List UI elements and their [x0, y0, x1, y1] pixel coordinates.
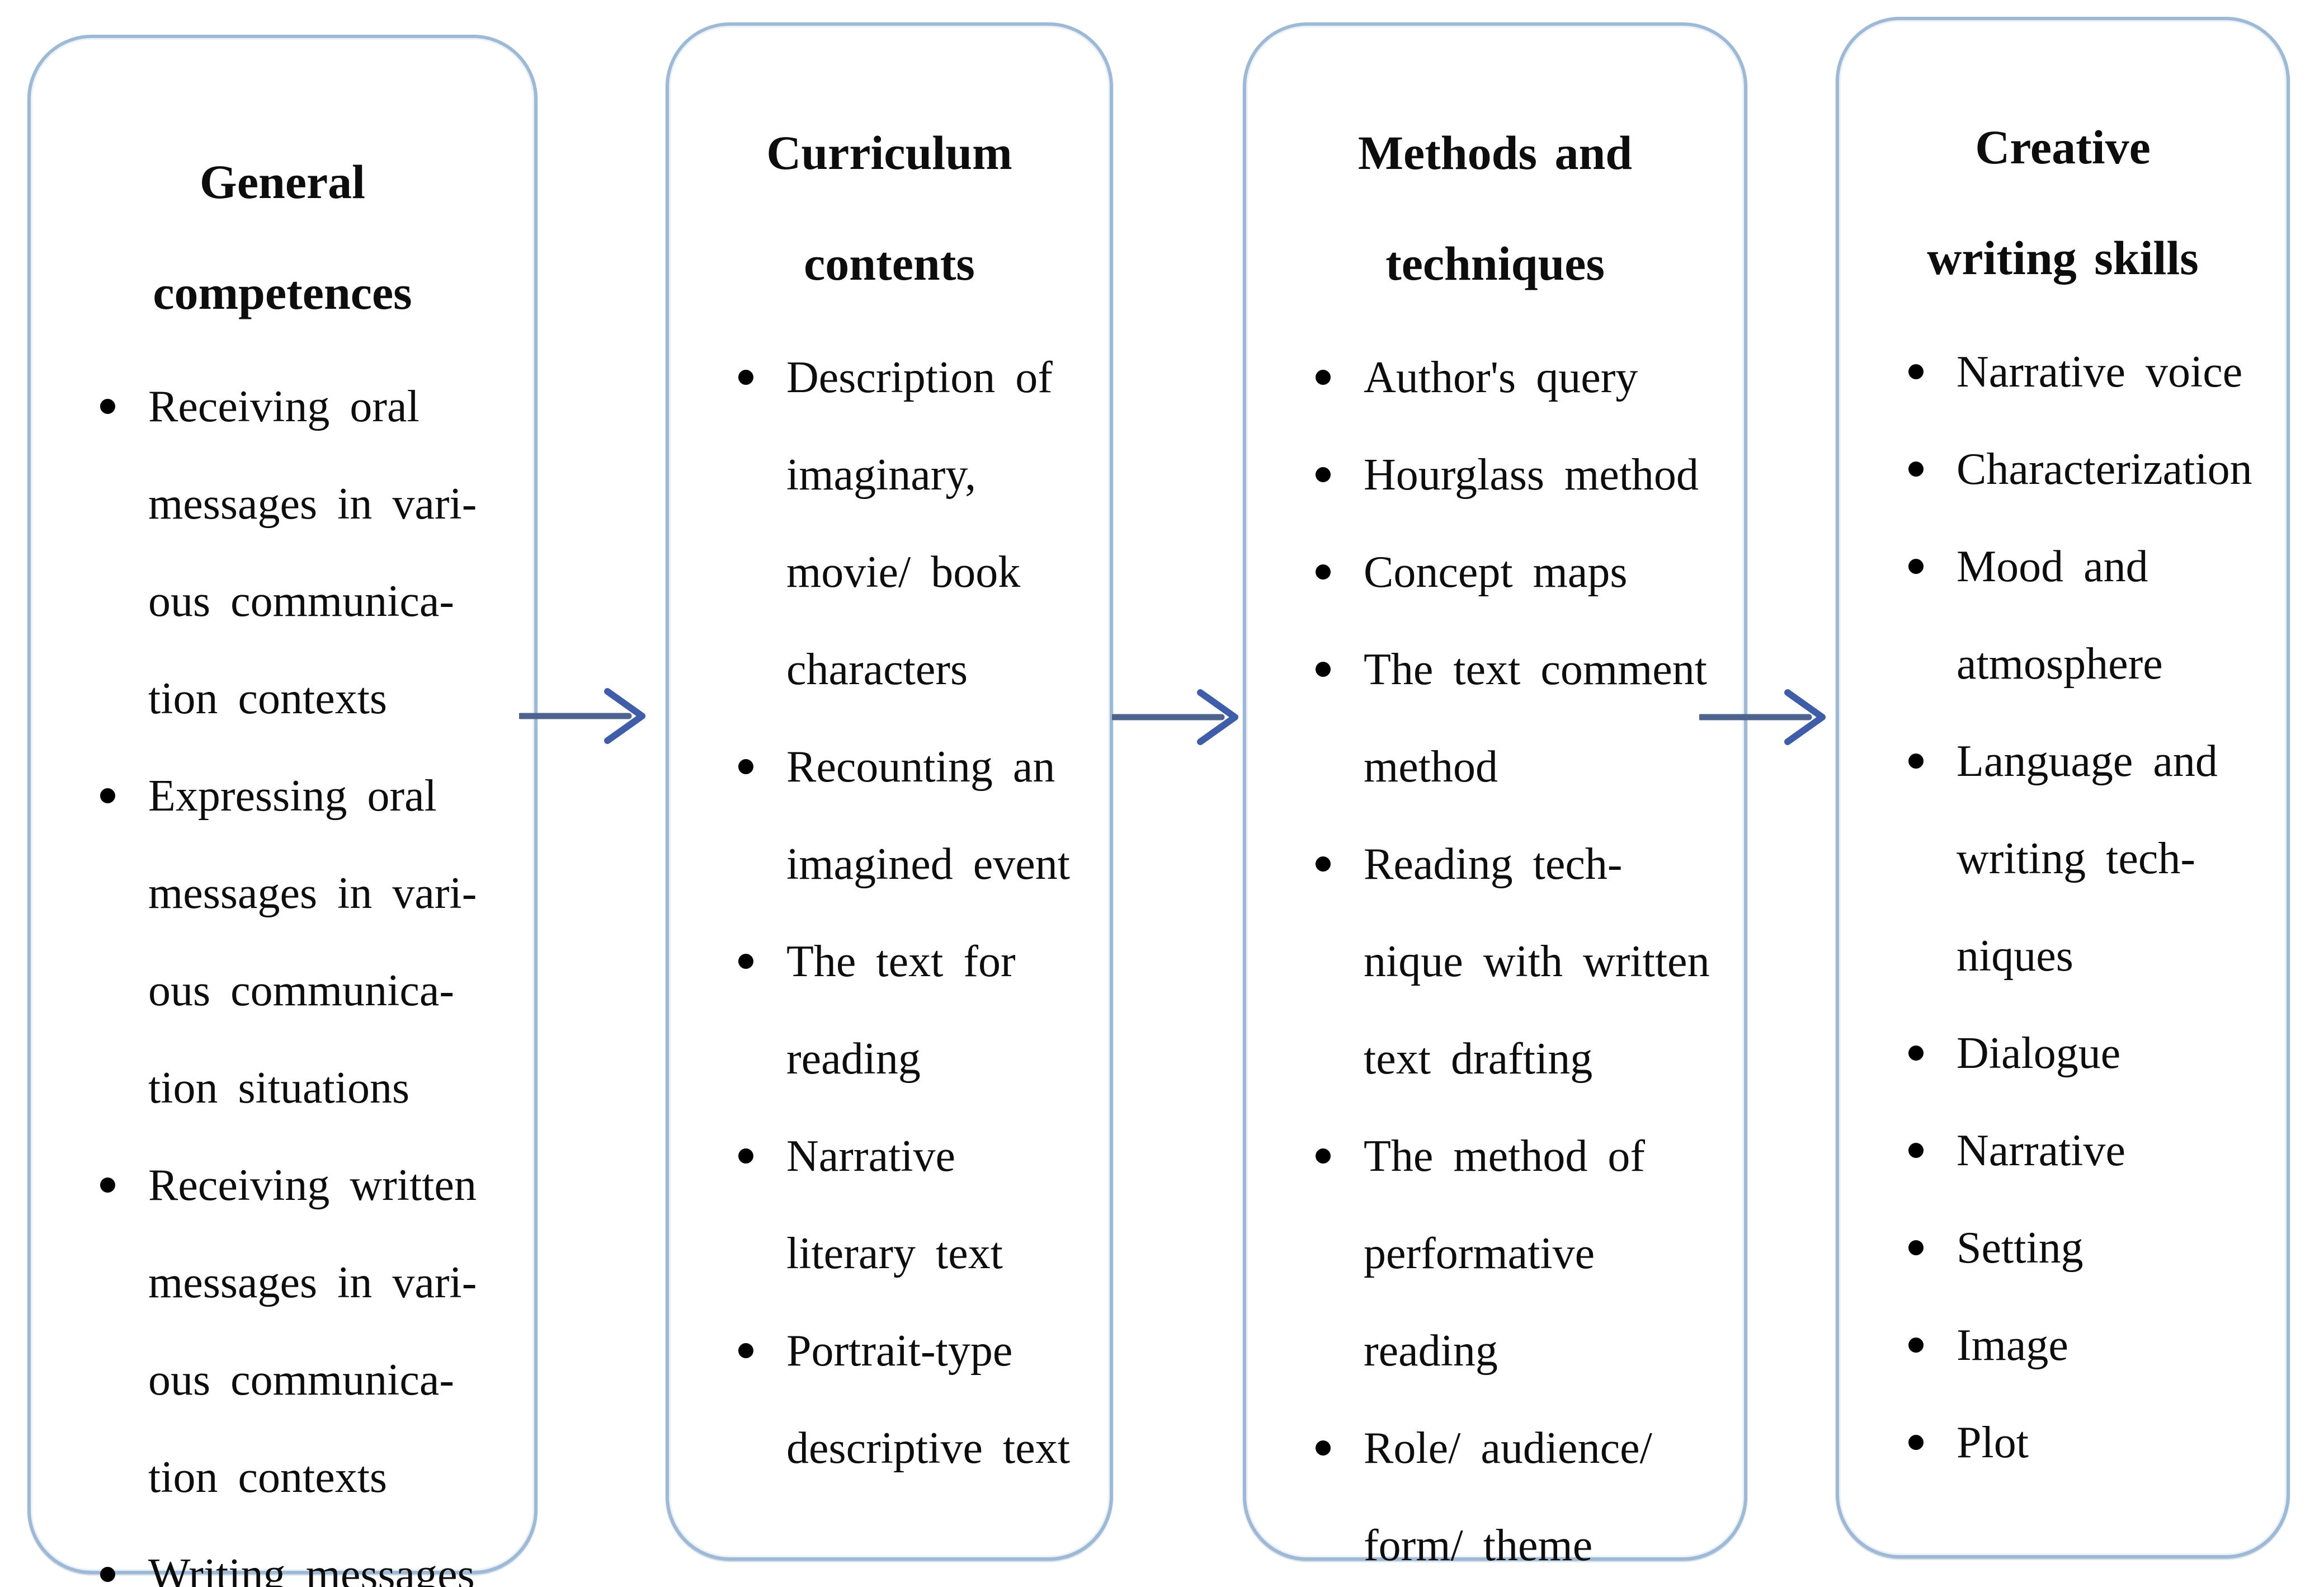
bullet-item: Image — [1905, 1297, 2256, 1394]
bullet-item: Portrait-type descriptive text — [735, 1302, 1079, 1497]
arrow-right-icon — [519, 688, 645, 744]
bullet-item: Narrative voice — [1905, 323, 2256, 421]
bullet-item: Mood and atmosphere — [1905, 518, 2256, 713]
bullet-item: Author's query — [1312, 329, 1713, 426]
bullet-item: Dialogue — [1905, 1005, 2256, 1102]
column-title: Methods and techniques — [1357, 126, 1633, 290]
bullet-item: Setting — [1905, 1199, 2256, 1297]
bullet-list: Description of imaginary, movie/ book ch… — [669, 329, 1110, 1497]
bullet-item: Narrative literary text — [735, 1108, 1079, 1302]
bullet-item: Role/ audience/ form/ theme — [1312, 1400, 1713, 1587]
column-title: General competences — [153, 155, 412, 319]
bullet-item: The method of performative reading — [1312, 1108, 1713, 1400]
bullet-item: Recounting an imagined event — [735, 718, 1079, 913]
arrow-right-icon — [1112, 689, 1238, 745]
bullet-item: The text for reading — [735, 913, 1079, 1108]
bullet-item: Expressing oral messages in vari- ous co… — [97, 747, 503, 1137]
bullet-item: Receiving written messages in vari- ous … — [97, 1137, 503, 1526]
bullet-item: Characterization — [1905, 421, 2256, 518]
bullet-item: Receiving oral messages in vari- ous com… — [97, 358, 503, 747]
arrow-right-icon — [1699, 689, 1826, 745]
bullet-item: Plot — [1905, 1394, 2256, 1491]
bullet-item: The text comment method — [1312, 621, 1713, 816]
bullet-item: Reading tech- nique with written text dr… — [1312, 816, 1713, 1108]
bullet-item: Narrative — [1905, 1102, 2256, 1199]
bullet-item: Writing messages in various com- municat… — [97, 1526, 503, 1587]
column-title: Curriculum contents — [766, 126, 1012, 290]
bullet-list: Receiving oral messages in vari- ous com… — [31, 358, 534, 1587]
bullet-item: Description of imaginary, movie/ book ch… — [735, 329, 1079, 718]
bullet-item: Concept maps — [1312, 524, 1713, 621]
column-title: Creative writing skills — [1927, 120, 2199, 285]
bullet-item: Hourglass method — [1312, 426, 1713, 524]
bullet-item: Language and writing tech- niques — [1905, 713, 2256, 1005]
